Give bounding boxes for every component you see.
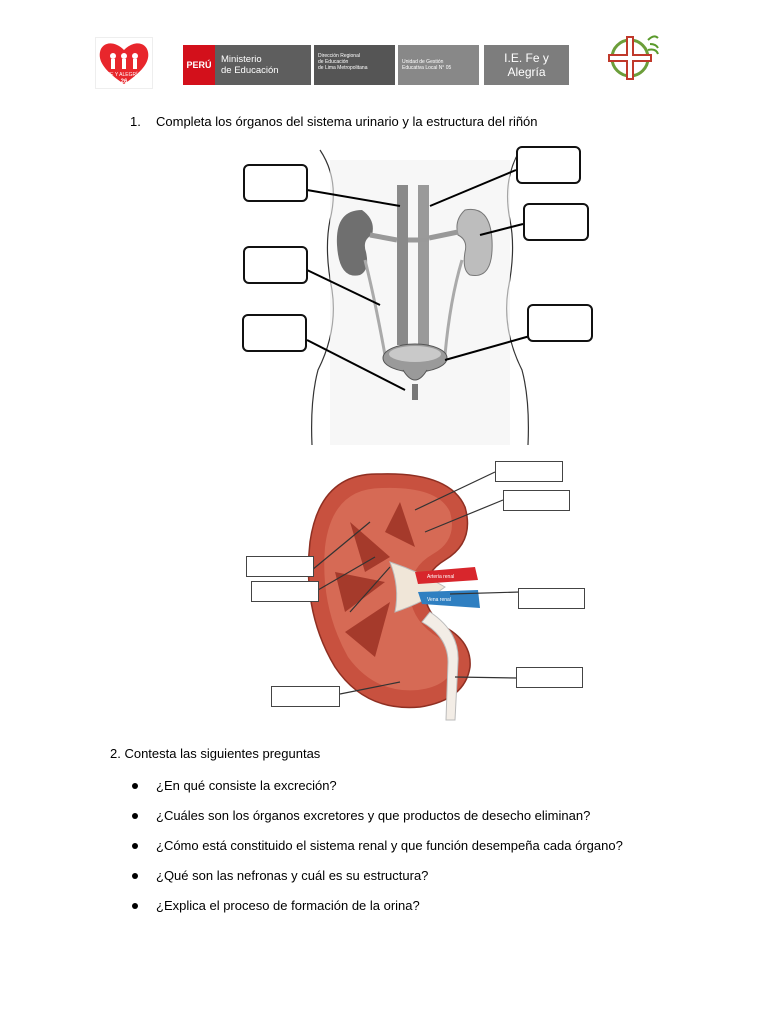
answer-box-kidney[interactable] (523, 203, 589, 241)
kidney-structure-diagram: Arteria renal Vena renal (307, 471, 521, 721)
list-item: ¿Cuáles son los órganos excretores y que… (132, 808, 623, 838)
ministry-banner: PERÚ Ministerio de Educación (183, 45, 311, 85)
bullet-icon (132, 813, 138, 819)
answer-box-ureter[interactable] (243, 246, 308, 284)
answer-box-kidney-1[interactable] (495, 461, 563, 482)
question-1: 1. Completa los órganos del sistema urina… (130, 114, 538, 129)
cross-logo-icon (604, 30, 662, 86)
answer-box-bladder[interactable] (527, 304, 593, 342)
dre-banner: Dirección Regional de Educación de Lima … (314, 45, 395, 85)
ugel-banner: Unidad de Gestión Educativa Local N° 05 (398, 45, 479, 85)
ministry-text: Ministerio de Educación (221, 54, 279, 76)
answer-box-aorta[interactable] (243, 164, 308, 202)
vein-label: Vena renal (427, 597, 451, 603)
question-2-list: ¿En qué consiste la excreción? ¿Cuáles s… (132, 778, 623, 928)
answer-box-kidney-7[interactable] (271, 686, 340, 707)
answer-box-vena-cava[interactable] (516, 146, 581, 184)
question-2-title: 2. Contesta las siguientes preguntas (110, 746, 321, 761)
bullet-icon (132, 843, 138, 849)
answer-box-kidney-5[interactable] (518, 588, 585, 609)
answer-box-kidney-6[interactable] (516, 667, 583, 688)
question-1-number: 1. (130, 114, 141, 129)
bullet-icon (132, 783, 138, 789)
fe-y-alegria-logo: FE Y ALEGRÍA 26 (95, 37, 153, 89)
bullet-icon (132, 873, 138, 879)
bullet-icon (132, 903, 138, 909)
list-item: ¿En qué consiste la excreción? (132, 778, 623, 808)
logo-number: 26 (121, 79, 128, 85)
list-item: ¿Cómo está constituido el sistema renal … (132, 838, 623, 868)
list-item: ¿Qué son las nefronas y cuál es su estru… (132, 868, 623, 898)
answer-box-kidney-2[interactable] (503, 490, 570, 511)
answer-box-kidney-4[interactable] (251, 581, 319, 602)
question-1-text: Completa los órganos del sistema urinari… (156, 114, 538, 129)
artery-label: Arteria renal (427, 574, 454, 580)
answer-box-urethra[interactable] (242, 314, 307, 352)
urinary-system-diagram (306, 149, 531, 446)
answer-box-kidney-3[interactable] (246, 556, 314, 577)
logo-text: FE Y ALEGRÍA (107, 71, 141, 78)
list-item: ¿Explica el proceso de formación de la o… (132, 898, 623, 928)
peru-label: PERÚ (183, 45, 215, 85)
school-banner: I.E. Fe y Alegría (484, 45, 569, 85)
